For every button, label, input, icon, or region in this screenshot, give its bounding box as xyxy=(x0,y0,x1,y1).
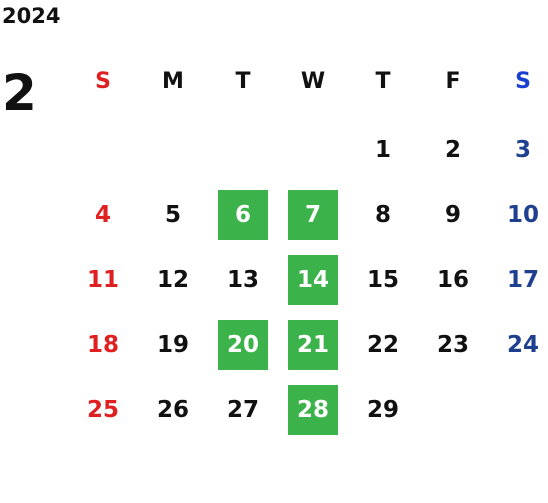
day-number: 4 xyxy=(94,202,111,228)
day-cell-6[interactable]: 6 xyxy=(208,183,278,248)
day-number: 3 xyxy=(514,137,531,163)
day-cell-12[interactable]: 12 xyxy=(138,248,208,313)
day-cell-1[interactable]: 1 xyxy=(348,118,418,183)
day-number: 10 xyxy=(506,202,539,228)
day-cell-4[interactable]: 4 xyxy=(68,183,138,248)
day-number: 7 xyxy=(288,190,338,240)
weekday-tuesday: T xyxy=(235,69,251,94)
day-number: 29 xyxy=(366,397,399,423)
day-number: 23 xyxy=(436,332,469,358)
day-cell-18[interactable]: 18 xyxy=(68,313,138,378)
day-cell-22[interactable]: 22 xyxy=(348,313,418,378)
weekday-friday: F xyxy=(445,69,461,94)
day-cell-14[interactable]: 14 xyxy=(278,248,348,313)
day-number: 2 xyxy=(444,137,461,163)
day-number: 27 xyxy=(226,397,259,423)
day-number: 21 xyxy=(288,320,338,370)
day-number: 22 xyxy=(366,332,399,358)
day-cell-13[interactable]: 13 xyxy=(208,248,278,313)
day-cell-20[interactable]: 20 xyxy=(208,313,278,378)
day-number: 8 xyxy=(374,202,391,228)
weekday-thursday: T xyxy=(375,69,391,94)
day-cell-5[interactable]: 5 xyxy=(138,183,208,248)
day-number: 12 xyxy=(156,267,189,293)
day-cell-9[interactable]: 9 xyxy=(418,183,488,248)
day-cell-28[interactable]: 28 xyxy=(278,378,348,443)
day-cell-23[interactable]: 23 xyxy=(418,313,488,378)
weekday-sunday: S xyxy=(95,69,111,94)
day-cell-16[interactable]: 16 xyxy=(418,248,488,313)
weekday-header-row: S M T W T F S xyxy=(68,64,548,100)
day-cell-24[interactable]: 24 xyxy=(488,313,548,378)
day-cell-26[interactable]: 26 xyxy=(138,378,208,443)
day-cell-10[interactable]: 10 xyxy=(488,183,548,248)
day-cell-27[interactable]: 27 xyxy=(208,378,278,443)
year-label: 2024 xyxy=(2,4,61,28)
day-number: 19 xyxy=(156,332,189,358)
day-cell-17[interactable]: 17 xyxy=(488,248,548,313)
day-number: 20 xyxy=(218,320,268,370)
day-cell-2[interactable]: 2 xyxy=(418,118,488,183)
weekday-saturday: S xyxy=(515,69,531,94)
weekday-wednesday: W xyxy=(300,69,326,94)
day-cell-3[interactable]: 3 xyxy=(488,118,548,183)
weekday-monday: M xyxy=(162,69,184,94)
month-number: 2 xyxy=(2,64,37,122)
day-number: 17 xyxy=(506,267,539,293)
day-number: 13 xyxy=(226,267,259,293)
day-number: 1 xyxy=(374,137,391,163)
day-cell-19[interactable]: 19 xyxy=(138,313,208,378)
day-number: 25 xyxy=(86,397,119,423)
day-cell-8[interactable]: 8 xyxy=(348,183,418,248)
day-number: 16 xyxy=(436,267,469,293)
day-cell-7[interactable]: 7 xyxy=(278,183,348,248)
day-cell-25[interactable]: 25 xyxy=(68,378,138,443)
day-number: 6 xyxy=(218,190,268,240)
day-number: 5 xyxy=(164,202,181,228)
day-number: 15 xyxy=(366,267,399,293)
day-number: 9 xyxy=(444,202,461,228)
day-number: 18 xyxy=(86,332,119,358)
day-cell-15[interactable]: 15 xyxy=(348,248,418,313)
day-cell-21[interactable]: 21 xyxy=(278,313,348,378)
day-cell-11[interactable]: 11 xyxy=(68,248,138,313)
day-number: 11 xyxy=(86,267,119,293)
day-number: 28 xyxy=(288,385,338,435)
day-number: 24 xyxy=(506,332,539,358)
day-number: 14 xyxy=(288,255,338,305)
day-number: 26 xyxy=(156,397,189,423)
day-cell-29[interactable]: 29 xyxy=(348,378,418,443)
